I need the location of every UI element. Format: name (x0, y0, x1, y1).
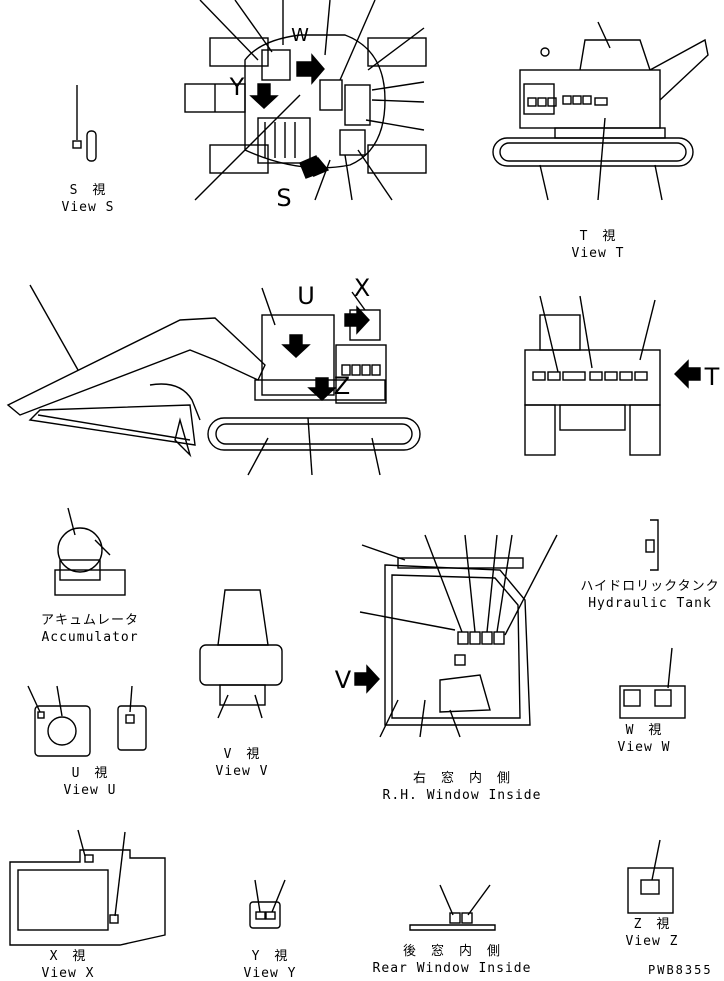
view-t-label-jp: T 視 (579, 229, 617, 244)
view-v-label-en: View V (215, 764, 269, 779)
marker-w: W (291, 25, 309, 46)
accumulator-label-jp: アキュムレータ (40, 613, 140, 628)
rear-window-label-en: Rear Window Inside (372, 961, 532, 976)
rear-window-label-jp: 後 窓 内 側 (402, 944, 502, 959)
top-view-machine (184, 0, 427, 201)
rear-view-machine (524, 295, 701, 456)
rh-window-drawing (354, 534, 558, 738)
view-u-drawing (27, 685, 147, 757)
view-y-drawing (249, 879, 286, 929)
view-u-label-en: View U (63, 783, 117, 798)
rear-window-drawing (409, 884, 496, 931)
arrow-t-icon (674, 359, 701, 389)
marker-u: U (297, 282, 315, 310)
marker-s: S (276, 184, 292, 212)
view-s-label-en: View S (61, 200, 115, 215)
hydraulic-tank-label-jp: ハイドロリックタンク (580, 579, 720, 594)
view-x-label-jp: X 視 (49, 949, 87, 964)
view-v-seat (199, 589, 283, 719)
rh-window-label-jp: 右 窓 内 側 (412, 771, 512, 786)
arrow-w-icon (296, 53, 325, 85)
view-w-label-jp: W 視 (625, 723, 663, 738)
view-v-label-jp: V 視 (223, 747, 261, 762)
view-y-label-en: View Y (243, 966, 297, 981)
arrow-x-icon (344, 305, 370, 335)
view-s-detail (72, 85, 97, 162)
view-x-drawing (9, 829, 166, 946)
view-z-label-en: View Z (625, 934, 679, 949)
view-x-label-en: View X (41, 966, 95, 981)
arrow-v-icon (354, 664, 380, 694)
view-z-drawing (627, 839, 674, 914)
hydraulic-tank-drawing (645, 519, 659, 571)
view-y-label-jp: Y 視 (251, 949, 289, 964)
view-w-drawing (619, 647, 686, 719)
accumulator-drawing (54, 507, 126, 596)
drawing-code: PWB8355 (648, 963, 713, 977)
view-z-label-jp: Z 視 (633, 917, 671, 932)
view-w-label-en: View W (617, 740, 671, 755)
hydraulic-tank-label-en: Hydraulic Tank (588, 596, 712, 611)
arrow-y-icon (249, 83, 279, 109)
marker-x: X (353, 274, 371, 302)
view-s-label-jp: S 視 (69, 183, 107, 198)
marker-v: V (334, 666, 352, 694)
accumulator-label-en: Accumulator (41, 630, 139, 645)
marker-t: T (704, 363, 720, 391)
view-t-machine (492, 21, 709, 201)
view-t-label-en: View T (571, 246, 625, 261)
arrow-u-icon (281, 334, 311, 358)
marker-y: Y (229, 73, 245, 101)
arrow-z-icon (307, 377, 337, 401)
rh-window-label-en: R.H. Window Inside (382, 788, 542, 803)
view-u-label-jp: U 視 (71, 766, 109, 781)
side-view-machine (6, 284, 421, 476)
marker-z: Z (333, 372, 351, 400)
